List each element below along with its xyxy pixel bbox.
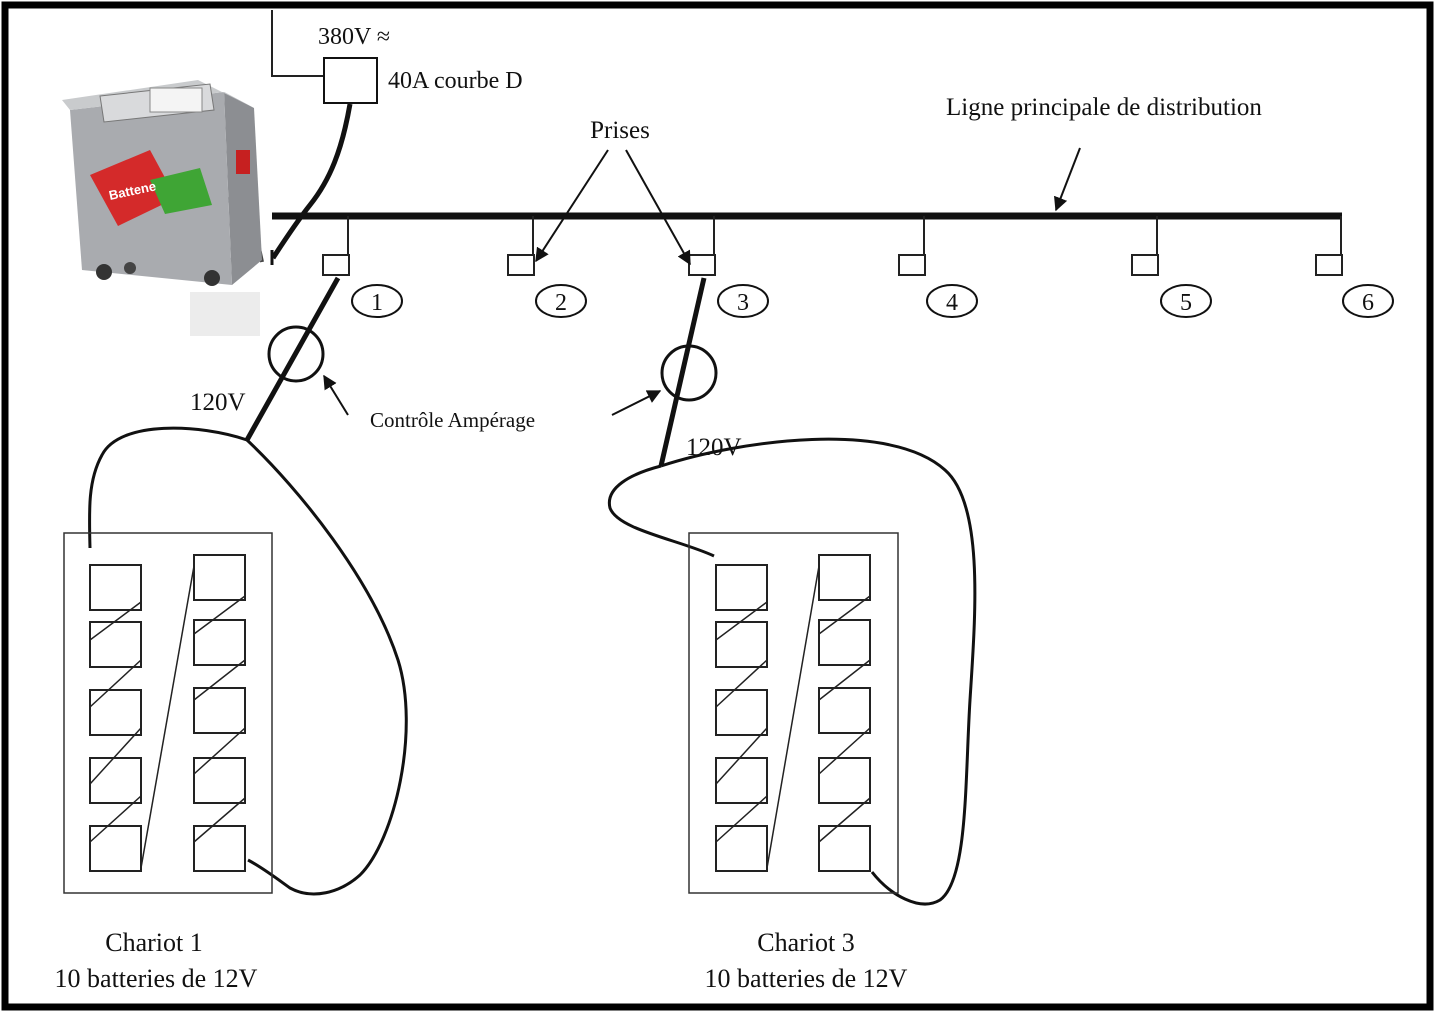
outlet-number-2: 2 [555,290,567,316]
amperage-arrow-1 [323,374,349,416]
battery [818,757,871,804]
battery [715,825,768,872]
battery [818,825,871,872]
outlets-arrow-3 [625,149,691,266]
outlets-label: Prises [590,117,650,144]
outlet-number-badge-3 [717,284,769,318]
battery [193,757,246,804]
battery [193,619,246,666]
outlet-numbers: 1 2 3 4 5 6 [351,284,1394,318]
chariot-1-name: Chariot 1 [105,928,203,957]
battery [193,687,246,734]
outlet-number-1: 1 [371,290,383,316]
outlet-number-badge-6 [1342,284,1394,318]
breaker-box [323,57,378,104]
outlet-1 [322,216,350,276]
battery [193,554,246,601]
supply-voltage-label: 380V ≈ [318,24,390,50]
outlet-6 [1315,216,1343,276]
chariot-1-batteries: 10 batteries de 12V [55,964,258,993]
ammeter-ring-3 [660,344,718,402]
amperage-control-label: Contrôle Ampérage [370,408,535,432]
battery [89,825,142,872]
amperage-arrow-3 [611,390,662,416]
main-line-label: Ligne principale de distribution [946,94,1262,121]
battene-logo [90,150,176,226]
battery [89,757,142,804]
main-line-arrow [1054,147,1081,212]
charger-image: Battene [62,80,264,336]
supply-line [270,10,353,265]
outlet-2 [507,216,535,276]
outlet-4 [898,216,926,276]
outlet-number-badge-4 [926,284,978,318]
chariot-3-name: Chariot 3 [757,928,855,957]
outlet-number-badge-1 [351,284,403,318]
outlet-number-4: 4 [946,290,958,316]
battery [715,621,768,668]
chariot-3-voltage: 120V [686,434,742,461]
chariot-3-batteries: 10 batteries de 12V [705,964,908,993]
chariot-3-frame [688,532,899,894]
outlet-number-5: 5 [1180,290,1192,316]
chariot-1-frame [63,532,273,894]
chariot-1-cable [88,276,408,896]
breaker-label: 40A courbe D [388,68,523,94]
chariot-3-cable [607,277,977,906]
battery [818,687,871,734]
battery [715,689,768,736]
battery [818,554,871,601]
outlet-number-badge-5 [1160,284,1212,318]
outlet-5 [1131,216,1159,276]
chariot-3-battery-pack [688,532,899,894]
chariot-1-voltage: 120V [190,389,246,416]
battery [715,757,768,804]
ammeter-ring-1 [267,325,325,383]
battery [89,621,142,668]
outlets-arrow-2 [535,149,609,263]
outlet-number-badge-2 [535,284,587,318]
outlet-number-3: 3 [737,290,749,316]
battery [89,689,142,736]
chariot-1-battery-pack [63,532,273,894]
outlet-3 [688,216,716,276]
battery [193,825,246,872]
battery [715,564,768,611]
battery [89,564,142,611]
outlet-number-6: 6 [1362,290,1374,316]
outlets [322,216,1343,276]
battery [818,619,871,666]
